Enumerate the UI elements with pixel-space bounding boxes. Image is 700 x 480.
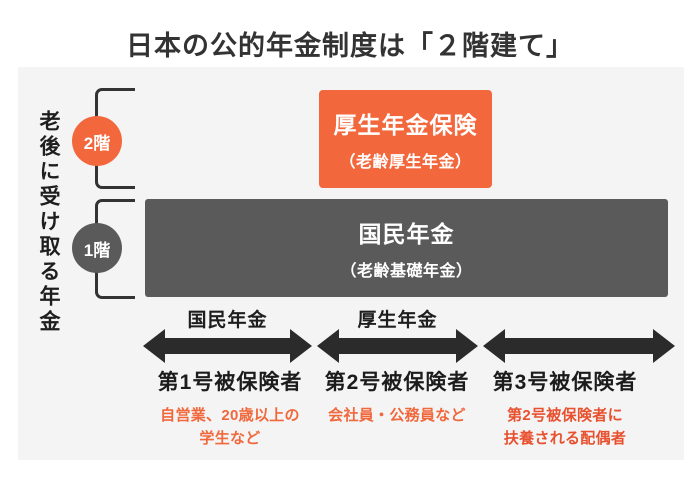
floor-1-badge: 1階 xyxy=(72,223,122,273)
page-title: 日本の公的年金制度は「２階建て」 xyxy=(126,31,574,61)
category-2: 第2号被保険者 会社員・公務員など xyxy=(297,366,497,428)
floor-2-badge: 2階 xyxy=(72,116,122,166)
arrow-label-kokumin-nenkin: 国民年金 xyxy=(187,310,268,331)
arrow-head-left-icon xyxy=(317,329,339,363)
category-1-name: 第1号被保険者 xyxy=(157,371,303,394)
arrow-bar xyxy=(339,338,456,354)
category-3: 第3号被保険者 第2号被保険者に 扶養される配偶者 xyxy=(465,366,665,450)
arrow-label-kosei-nenkin: 厚生年金 xyxy=(357,310,438,331)
category-1: 第1号被保険者 自営業、20歳以上の 学生など xyxy=(130,366,330,450)
arrow-head-right-icon xyxy=(653,329,675,363)
kokumin-nenkin-box: 国民年金 （老齢基礎年金） xyxy=(145,199,668,297)
arrow-head-right-icon xyxy=(290,329,312,363)
kosei-nenkin-box: 厚生年金保険 （老齢厚生年金） xyxy=(319,90,492,188)
kosei-nenkin-box-subtitle: （老齢厚生年金） xyxy=(339,154,472,171)
kokumin-nenkin-box-title: 国民年金 xyxy=(358,221,455,247)
kokumin-nenkin-box-subtitle: （老齢基礎年金） xyxy=(340,263,473,280)
arrow-bar xyxy=(505,338,653,354)
range-arrow-category-1 xyxy=(143,329,312,363)
category-2-name: 第2号被保険者 xyxy=(324,371,470,394)
arrow-head-left-icon xyxy=(483,329,505,363)
category-3-description: 第2号被保険者に 扶養される配偶者 xyxy=(503,407,627,447)
side-axis-label: 老後に受け取る年金 xyxy=(37,110,60,335)
range-arrow-category-2 xyxy=(317,329,478,363)
category-2-description: 会社員・公務員など xyxy=(328,407,466,424)
kosei-nenkin-box-title: 厚生年金保険 xyxy=(333,112,478,138)
category-3-name: 第3号被保険者 xyxy=(492,371,638,394)
arrow-head-left-icon xyxy=(143,329,165,363)
range-arrow-category-3 xyxy=(483,329,675,363)
arrow-bar xyxy=(165,338,290,354)
category-1-description: 自営業、20歳以上の 学生など xyxy=(160,407,300,447)
arrow-head-right-icon xyxy=(456,329,478,363)
